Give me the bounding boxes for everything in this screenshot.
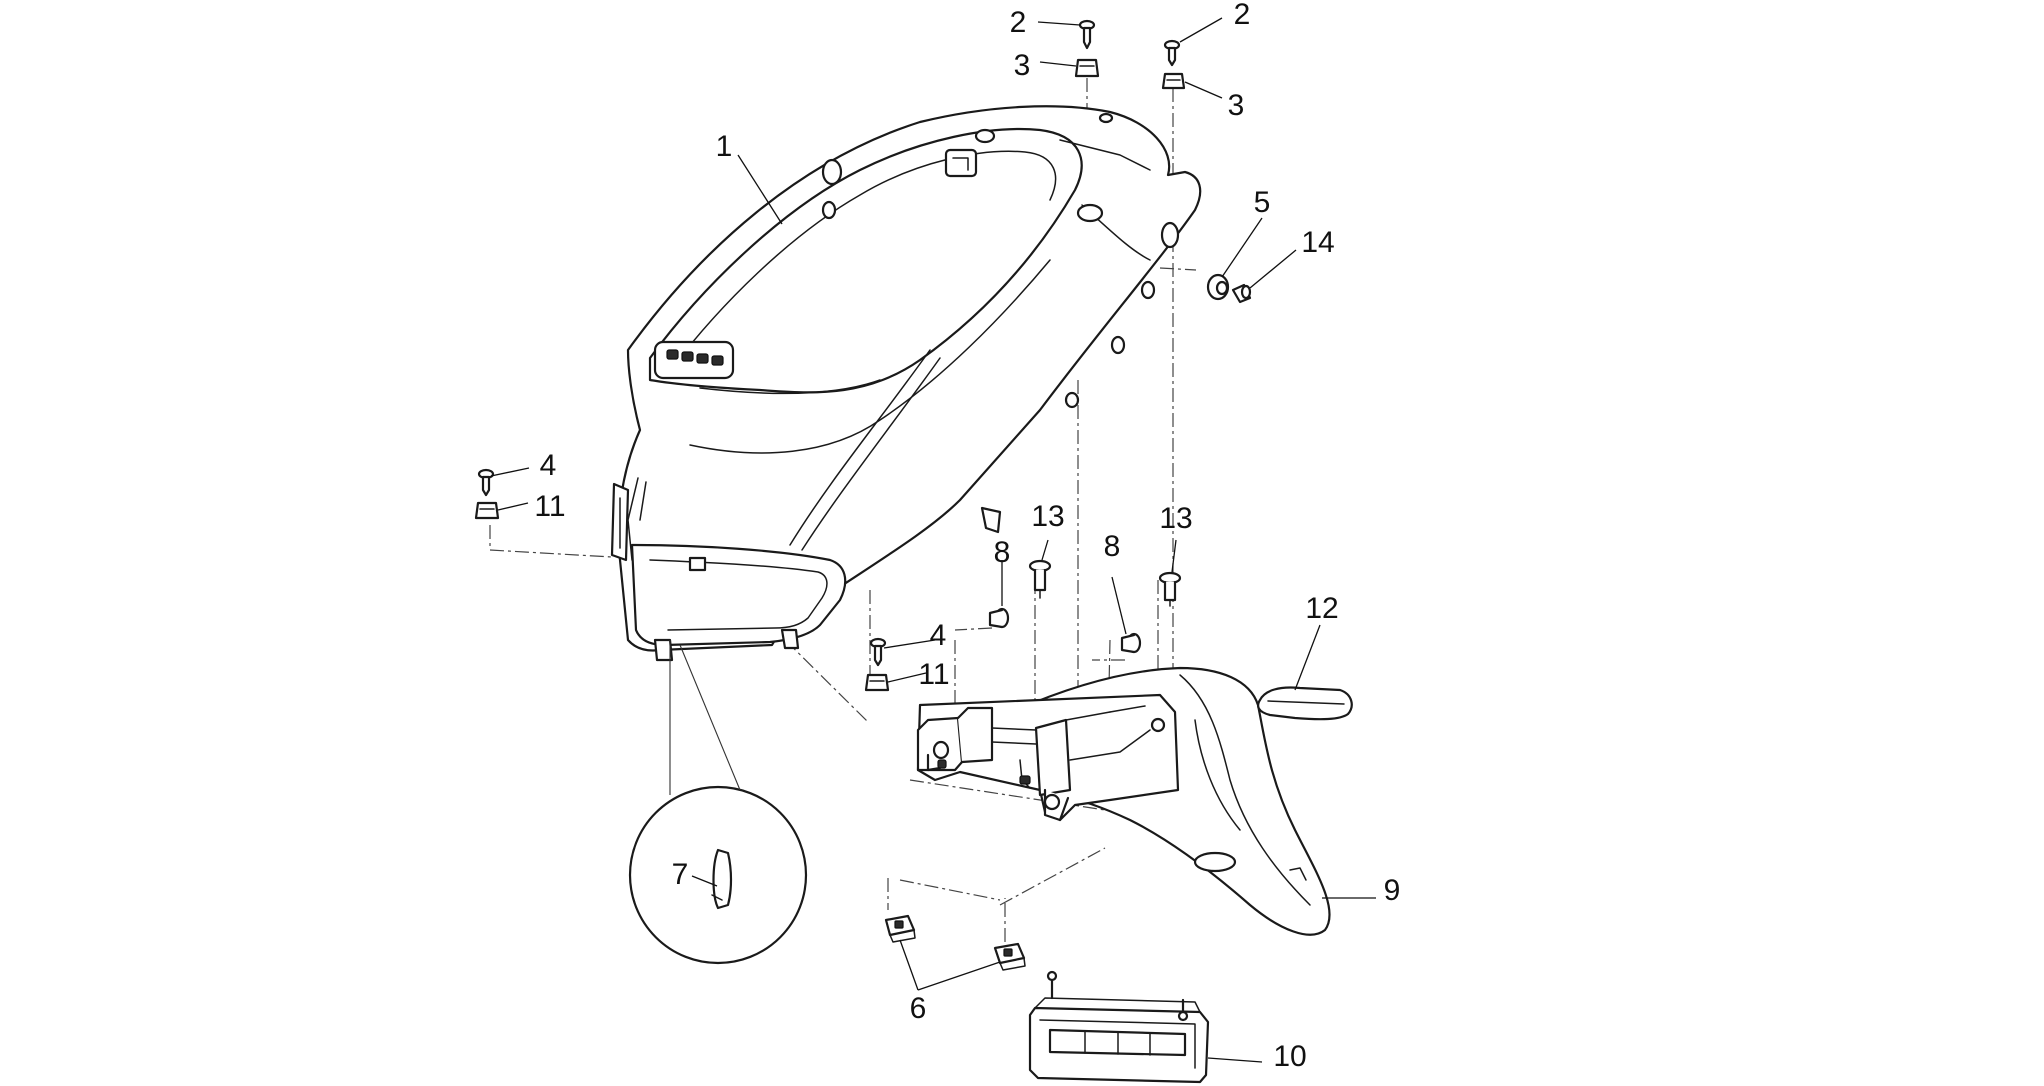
grommet-5 <box>1206 273 1230 301</box>
callout-4b: 4 <box>930 619 947 652</box>
screw-2a <box>1078 19 1096 50</box>
reflector <box>1257 686 1353 721</box>
callout-13a: 13 <box>1031 500 1064 533</box>
screw-4b <box>869 637 887 667</box>
clip-nut-3a <box>1074 58 1100 78</box>
callout-10: 10 <box>1273 1040 1306 1073</box>
screw-4a <box>477 468 495 497</box>
vent-grille-icon <box>666 349 724 366</box>
rear-body-shell <box>610 105 1202 662</box>
clip-11a <box>474 501 500 520</box>
callout-2b: 2 <box>1234 0 1251 31</box>
callout-9: 9 <box>1384 874 1401 907</box>
callout-6: 6 <box>910 992 927 1025</box>
callout-8a: 8 <box>994 536 1011 569</box>
callout-5: 5 <box>1254 186 1271 219</box>
rivet-13a <box>1028 559 1052 599</box>
callout-11b: 11 <box>918 658 949 691</box>
spacer-14 <box>1231 283 1252 304</box>
clip-6b <box>993 942 1026 971</box>
callout-2a: 2 <box>1010 6 1027 39</box>
bolt-8a <box>988 607 1010 629</box>
clip-6a <box>884 914 916 943</box>
license-bracket-frame <box>916 693 1180 822</box>
callout-12: 12 <box>1305 592 1338 625</box>
clip-11b <box>864 673 890 692</box>
callout-13b: 13 <box>1159 502 1192 535</box>
rivet-13b <box>1158 571 1182 607</box>
clip-nut-3b <box>1161 72 1186 90</box>
callout-8b: 8 <box>1104 530 1121 563</box>
detail-inset <box>628 640 808 965</box>
callout-4a: 4 <box>540 449 557 482</box>
callout-3b: 3 <box>1228 89 1245 122</box>
callout-14: 14 <box>1301 226 1334 259</box>
license-plate-light <box>1028 970 1210 1084</box>
callout-3a: 3 <box>1014 49 1031 82</box>
bolt-8b <box>1120 632 1142 654</box>
screw-2b <box>1163 39 1181 67</box>
callout-11a: 11 <box>534 490 565 523</box>
leader-lines <box>490 17 1376 1063</box>
callout-1: 1 <box>716 130 733 163</box>
callout-labels: 1 2 2 3 3 4 4 5 6 7 8 8 9 10 11 11 12 13… <box>534 0 1400 1073</box>
callout-7: 7 <box>672 858 689 891</box>
